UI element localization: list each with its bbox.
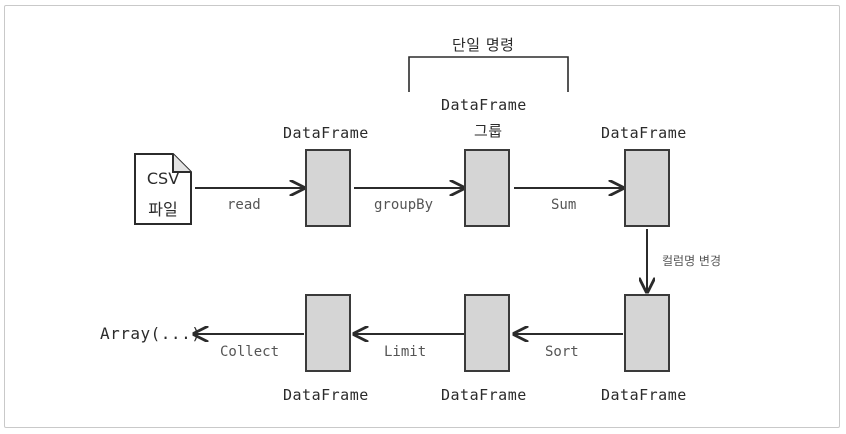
bracket-label: 단일 명령 xyxy=(452,36,515,54)
csv-file-label-line1: CSV xyxy=(146,169,180,188)
dataframe-label-bottom-3: DataFrame xyxy=(601,386,687,404)
dataframe-box-top-1 xyxy=(305,149,351,227)
dataframe-box-top-3 xyxy=(624,149,670,227)
csv-file-icon xyxy=(134,153,192,225)
dataframe-box-bottom-2 xyxy=(464,294,510,372)
edge-label-collect: Collect xyxy=(220,344,280,360)
edge-label-groupby: groupBy xyxy=(374,197,434,213)
edge-label-limit: Limit xyxy=(384,344,427,360)
dataframe-box-bottom-1 xyxy=(305,294,351,372)
group-label: 그룹 xyxy=(474,122,503,140)
dataframe-label-top-2: DataFrame xyxy=(441,96,527,114)
edge-label-rename: 컬럼명 변경 xyxy=(662,254,722,268)
edge-label-sort: Sort xyxy=(545,344,579,360)
dataframe-label-top-1: DataFrame xyxy=(283,124,369,142)
single-command-bracket xyxy=(408,56,569,92)
diagram-frame xyxy=(4,5,840,428)
dataframe-box-top-2 xyxy=(464,149,510,227)
dataframe-label-bottom-2: DataFrame xyxy=(441,386,527,404)
edge-label-sum: Sum xyxy=(551,197,577,213)
result-label: Array(...) xyxy=(100,324,202,343)
csv-file-label-line2: 파일 xyxy=(148,200,178,219)
dataframe-box-bottom-3 xyxy=(624,294,670,372)
dataframe-label-top-3: DataFrame xyxy=(601,124,687,142)
edge-label-read: read xyxy=(227,197,261,213)
dataframe-label-bottom-1: DataFrame xyxy=(283,386,369,404)
